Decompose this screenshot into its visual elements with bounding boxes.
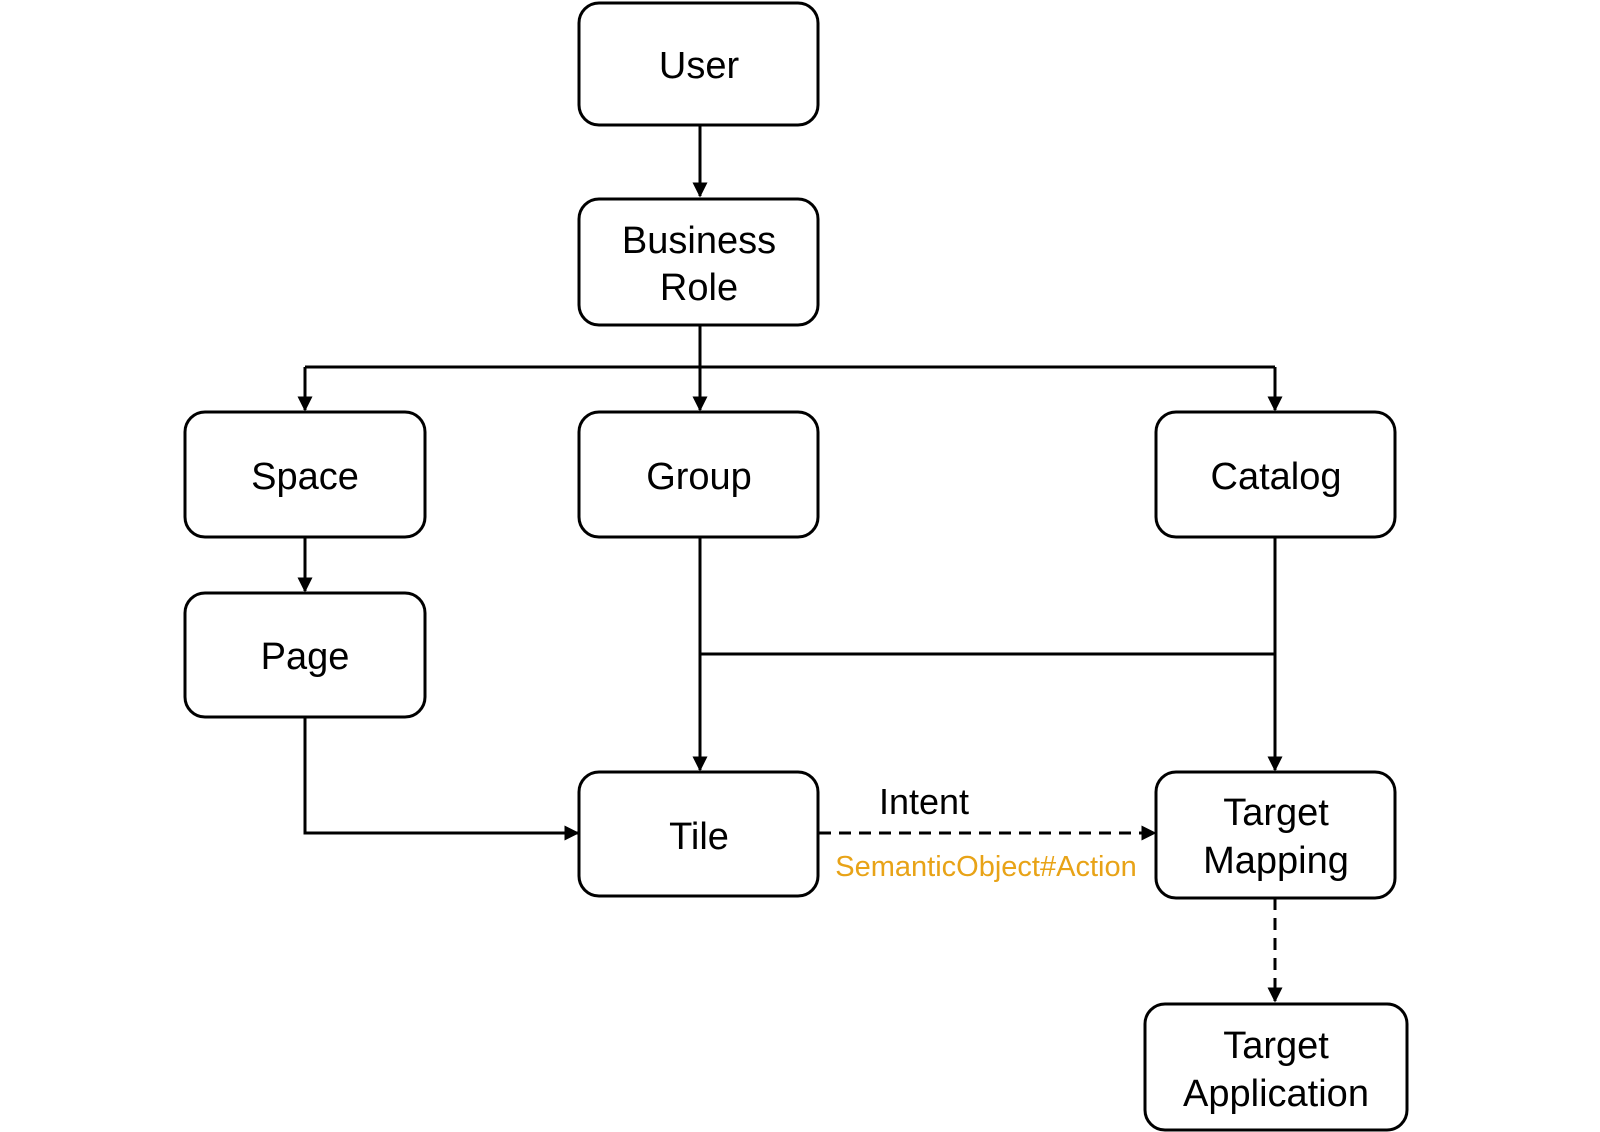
edge-page-tile: [303, 717, 580, 841]
intent-label: Intent: [879, 781, 969, 822]
node-space: Space: [183, 410, 427, 539]
node-user: User: [577, 1, 820, 127]
node-target-mapping: Target Mapping: [1154, 770, 1397, 900]
node-catalog: Catalog: [1154, 410, 1397, 539]
node-group: Group: [577, 410, 820, 539]
node-business-role-label-line1: Business: [622, 220, 776, 262]
node-space-label: Space: [251, 456, 359, 498]
node-page: Page: [183, 591, 427, 719]
node-target-mapping-label-line2: Mapping: [1203, 840, 1349, 882]
edges: [297, 125, 1283, 1003]
node-target-application-label-line1: Target: [1223, 1025, 1329, 1067]
node-group-label: Group: [646, 456, 752, 498]
node-tile-label: Tile: [669, 816, 729, 858]
intent-sublabel: SemanticObject#Action: [835, 851, 1136, 883]
node-target-application-label-line2: Application: [1183, 1073, 1369, 1115]
node-target-application: Target Application: [1143, 1002, 1409, 1132]
node-business-role: Business Role: [577, 197, 820, 327]
node-business-role-label-line2: Role: [660, 267, 738, 309]
node-page-label: Page: [261, 636, 350, 678]
node-user-label: User: [659, 45, 740, 87]
node-target-mapping-label-line1: Target: [1223, 792, 1329, 834]
node-tile: Tile: [577, 770, 820, 898]
node-catalog-label: Catalog: [1211, 456, 1342, 498]
